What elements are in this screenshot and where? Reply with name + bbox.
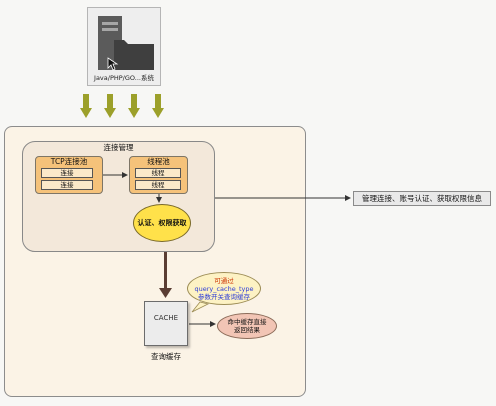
cursor-icon bbox=[107, 57, 119, 71]
note-line: query_cache_type bbox=[194, 285, 254, 293]
tcp-connection-item: 连接 bbox=[41, 180, 93, 190]
note-line: 参数开关查询缓存 bbox=[198, 293, 250, 301]
client-label: Java/PHP/GO...系统 bbox=[94, 74, 154, 82]
note-line: 可通过 bbox=[214, 277, 234, 285]
tcp-pool-title: TCP连接池 bbox=[50, 157, 88, 166]
hit-line: 命中缓存直接 bbox=[227, 318, 267, 326]
cache-box-label: CACHE bbox=[153, 314, 179, 322]
connection-management-title: 连接管理 bbox=[103, 143, 134, 152]
tcp-connection-item: 连接 bbox=[41, 168, 93, 178]
cache-box: CACHE bbox=[144, 301, 188, 346]
client-arrows bbox=[80, 94, 164, 118]
server-folder-illustration bbox=[98, 16, 154, 71]
down-arrow-icon bbox=[104, 94, 116, 118]
hit-line: 返回结果 bbox=[234, 326, 260, 334]
client-systems-box bbox=[87, 7, 161, 86]
query-cache-title: 查询缓存 bbox=[151, 352, 181, 361]
folder-icon bbox=[114, 40, 154, 70]
down-to-cache-arrow bbox=[159, 252, 172, 298]
cache-hit-oval: 命中缓存直接 返回结果 bbox=[217, 313, 277, 339]
connection-summary-label: 管理连接、账号认证、获取权限信息 bbox=[353, 191, 491, 206]
down-arrow-icon bbox=[80, 94, 92, 118]
auth-permission-label: 认证、权限获取 bbox=[137, 219, 187, 227]
thread-item: 线程 bbox=[135, 168, 181, 178]
auth-permission-oval: 认证、权限获取 bbox=[133, 204, 191, 242]
query-cache-note-bubble: 可通过 query_cache_type 参数开关查询缓存 bbox=[187, 272, 261, 305]
down-arrow-icon bbox=[128, 94, 140, 118]
thread-pool-title: 线程池 bbox=[147, 157, 170, 166]
down-arrow-icon bbox=[152, 94, 164, 118]
bubble-tail bbox=[191, 301, 210, 313]
thread-item: 线程 bbox=[135, 180, 181, 190]
